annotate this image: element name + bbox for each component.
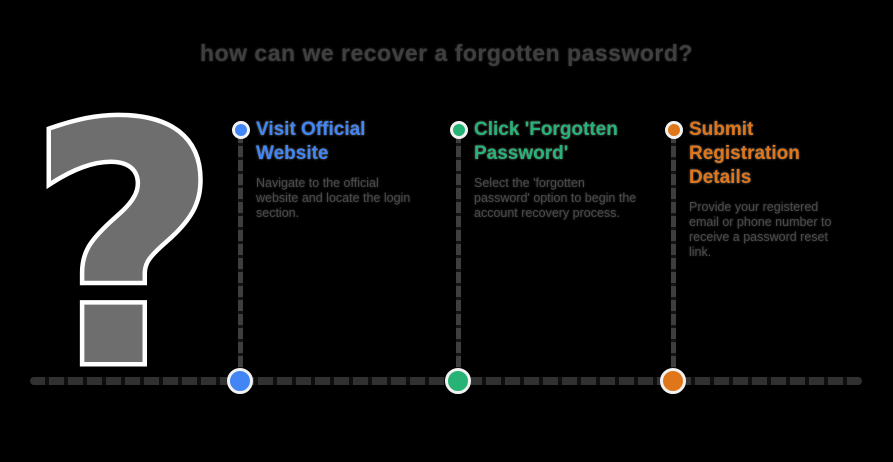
step-description-3: Provide your registered email or phone n… — [689, 200, 832, 259]
step-visit-official-website: Visit Official Website Navigate to the o… — [232, 118, 447, 382]
step-marker-dot-1 — [232, 121, 250, 139]
milestone-circle-1 — [227, 368, 253, 394]
page-title: how can we recover a forgotten password? — [200, 40, 693, 66]
step-title-2: Click 'Forgotten Password' — [474, 119, 618, 164]
step-marker-dot-3 — [665, 121, 683, 139]
svg-text:?: ? — [28, 72, 219, 412]
step-connector-line-1 — [238, 132, 243, 382]
step-description-1: Navigate to the official website and loc… — [256, 176, 411, 220]
milestone-circle-2 — [445, 368, 471, 394]
step-description-2: Select the 'forgotten password' option t… — [474, 176, 637, 220]
step-submit-registration-details: Submit Registration Details Provide your… — [665, 118, 880, 382]
step-title-1: Visit Official Website — [256, 119, 366, 164]
step-click-forgotten-password: Click 'Forgotten Password' Select the 'f… — [450, 118, 665, 382]
milestone-circle-3 — [660, 368, 686, 394]
step-connector-line-3 — [671, 132, 676, 382]
step-marker-dot-2 — [450, 121, 468, 139]
step-title-3: Submit Registration Details — [689, 119, 800, 188]
step-connector-line-2 — [456, 132, 461, 382]
question-mark-graphic: ? — [22, 52, 227, 445]
question-mark-icon: ? — [24, 52, 224, 445]
